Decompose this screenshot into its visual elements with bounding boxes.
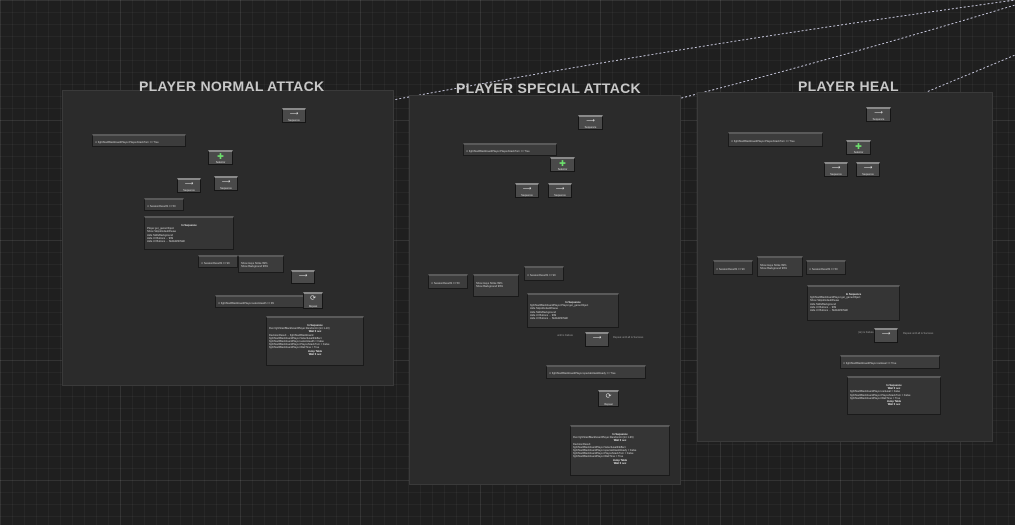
node-sequence-root-heal[interactable]: ⟶Sequence: [866, 107, 891, 122]
node-selector-special[interactable]: ✚Selector: [550, 157, 575, 172]
node-decision-special-1[interactable]: ✕ SessionResultS == 50: [428, 274, 468, 289]
arrow-right-icon: ⟶: [586, 118, 595, 124]
node-decision-heal-1[interactable]: ✕ SessionResultS == 99: [713, 260, 753, 275]
repeat-icon: ⟳: [310, 295, 316, 302]
node-decision-normal-1[interactable]: ✕ SessionResultS == 50: [144, 198, 184, 211]
group-title-normal-attack: PLAYER NORMAL ATTACK: [139, 78, 325, 94]
node-sequence-heal-b[interactable]: ⟶Sequence: [856, 162, 880, 177]
group-title-heal: PLAYER HEAL: [798, 78, 899, 94]
node-sequence-heal-a[interactable]: ⟶Sequence: [824, 162, 848, 177]
node-condition-normal-3[interactable]: ✕ fightStartBlackboardPlayer.selectHealt…: [215, 295, 307, 308]
arrow-right-icon: ⟶: [298, 273, 308, 279]
arrow-right-icon: ⟶: [289, 111, 299, 117]
node-sequence-root-special[interactable]: ⟶Sequence: [578, 115, 603, 130]
node-condition-normal-top[interactable]: ✕ fightStartBlackboardPlayer.PlayerAttac…: [92, 134, 186, 147]
node-sequence-special-tail[interactable]: In Sequence Run fightStartBlackboardPlay…: [570, 425, 670, 476]
annotation-special-right: Repeat until all is Success: [613, 336, 644, 339]
node-condition-special-mid[interactable]: ✕ fightStartBlackboardPlayer.specialAtta…: [546, 365, 646, 379]
node-show-heal[interactable]: Show Hays Strike 99% Show Background 99%: [757, 256, 803, 277]
arrow-right-icon: ⟶: [221, 179, 231, 185]
node-repeat-normal[interactable]: ⟳Repeat: [303, 292, 323, 309]
node-decision-heal-2[interactable]: ✕ SessionResultS == 50: [806, 260, 846, 275]
node-decision-normal-2[interactable]: ✕ SessionResultS == 99: [198, 255, 238, 268]
arrow-right-icon: ⟶: [522, 186, 532, 192]
arrow-right-icon: ⟶: [863, 165, 873, 171]
selector-icon: ✚: [855, 142, 862, 151]
node-sequence-normal-tail[interactable]: In Sequence Run fightStartBlackboardPlay…: [266, 316, 364, 366]
annotation-special-left: until is Failure: [557, 334, 574, 337]
node-sequence-heal-main[interactable]: In Sequence fightStartBlackboardPlayer.g…: [807, 285, 900, 321]
group-player-special-attack[interactable]: [409, 95, 681, 485]
selector-icon: ✚: [559, 159, 566, 168]
node-selector-heal[interactable]: ✚Selector: [846, 140, 871, 155]
node-condition-heal-top[interactable]: ✕ fightStartBlackboardPlayer.PlayerAttac…: [728, 132, 823, 147]
node-condition-heal-mid[interactable]: ✕ fightStartBlackboardPlayer.canHeal == …: [840, 355, 940, 369]
group-title-special-attack: PLAYER SPECIAL ATTACK: [456, 80, 641, 96]
node-sequence-normal-a[interactable]: ⟶Sequence: [177, 178, 201, 193]
node-sequence-special-mid[interactable]: ⟶: [585, 332, 609, 347]
node-sequence-normal-c[interactable]: ⟶: [291, 270, 315, 284]
arrow-right-icon: ⟶: [184, 181, 194, 187]
node-sequence-heal-tail[interactable]: In Sequence Wait 0 sec fightStartBlackbo…: [847, 376, 941, 415]
node-show-normal[interactable]: Show Hays Strike 99% Show Background 99%: [238, 255, 284, 273]
node-condition-special-top[interactable]: ✕ fightStartBlackboardPlayer.PlayerAttac…: [463, 143, 557, 156]
node-sequence-heal-mid[interactable]: ⟶: [874, 328, 898, 343]
arrow-right-icon: ⟶: [592, 335, 602, 341]
repeat-icon: ⟳: [605, 393, 612, 400]
arrow-right-icon: ⟶: [555, 186, 565, 192]
node-selector-normal[interactable]: ✚Selector: [208, 150, 233, 165]
node-sequence-special-b[interactable]: ⟶Sequence: [548, 183, 572, 198]
arrow-right-icon: ⟶: [881, 331, 891, 337]
node-decision-special-2[interactable]: ✕ SessionResultS == 99: [524, 266, 564, 281]
node-sequence-root-normal[interactable]: ⟶Sequence: [282, 108, 306, 123]
node-sequence-special-main[interactable]: In Sequence fightStartBlackboardPlayer.P…: [527, 293, 619, 328]
arrow-right-icon: ⟶: [831, 165, 841, 171]
node-sequence-special-a[interactable]: ⟶Sequence: [515, 183, 539, 198]
annotation-heal-left: (ok) is Failure: [858, 331, 874, 334]
node-sequence-normal-actions[interactable]: In Sequence Player.get_gameObject Show S…: [144, 216, 234, 250]
node-repeat-special[interactable]: ⟳Repeat: [598, 390, 619, 407]
node-sequence-normal-b[interactable]: ⟶Sequence: [214, 176, 238, 191]
annotation-heal-right: Repeat until all is Success: [903, 332, 934, 335]
selector-icon: ✚: [217, 152, 224, 161]
arrow-right-icon: ⟶: [874, 110, 883, 116]
node-show-special[interactable]: Show Hays Strike 99% Show Background 99%: [473, 274, 519, 297]
